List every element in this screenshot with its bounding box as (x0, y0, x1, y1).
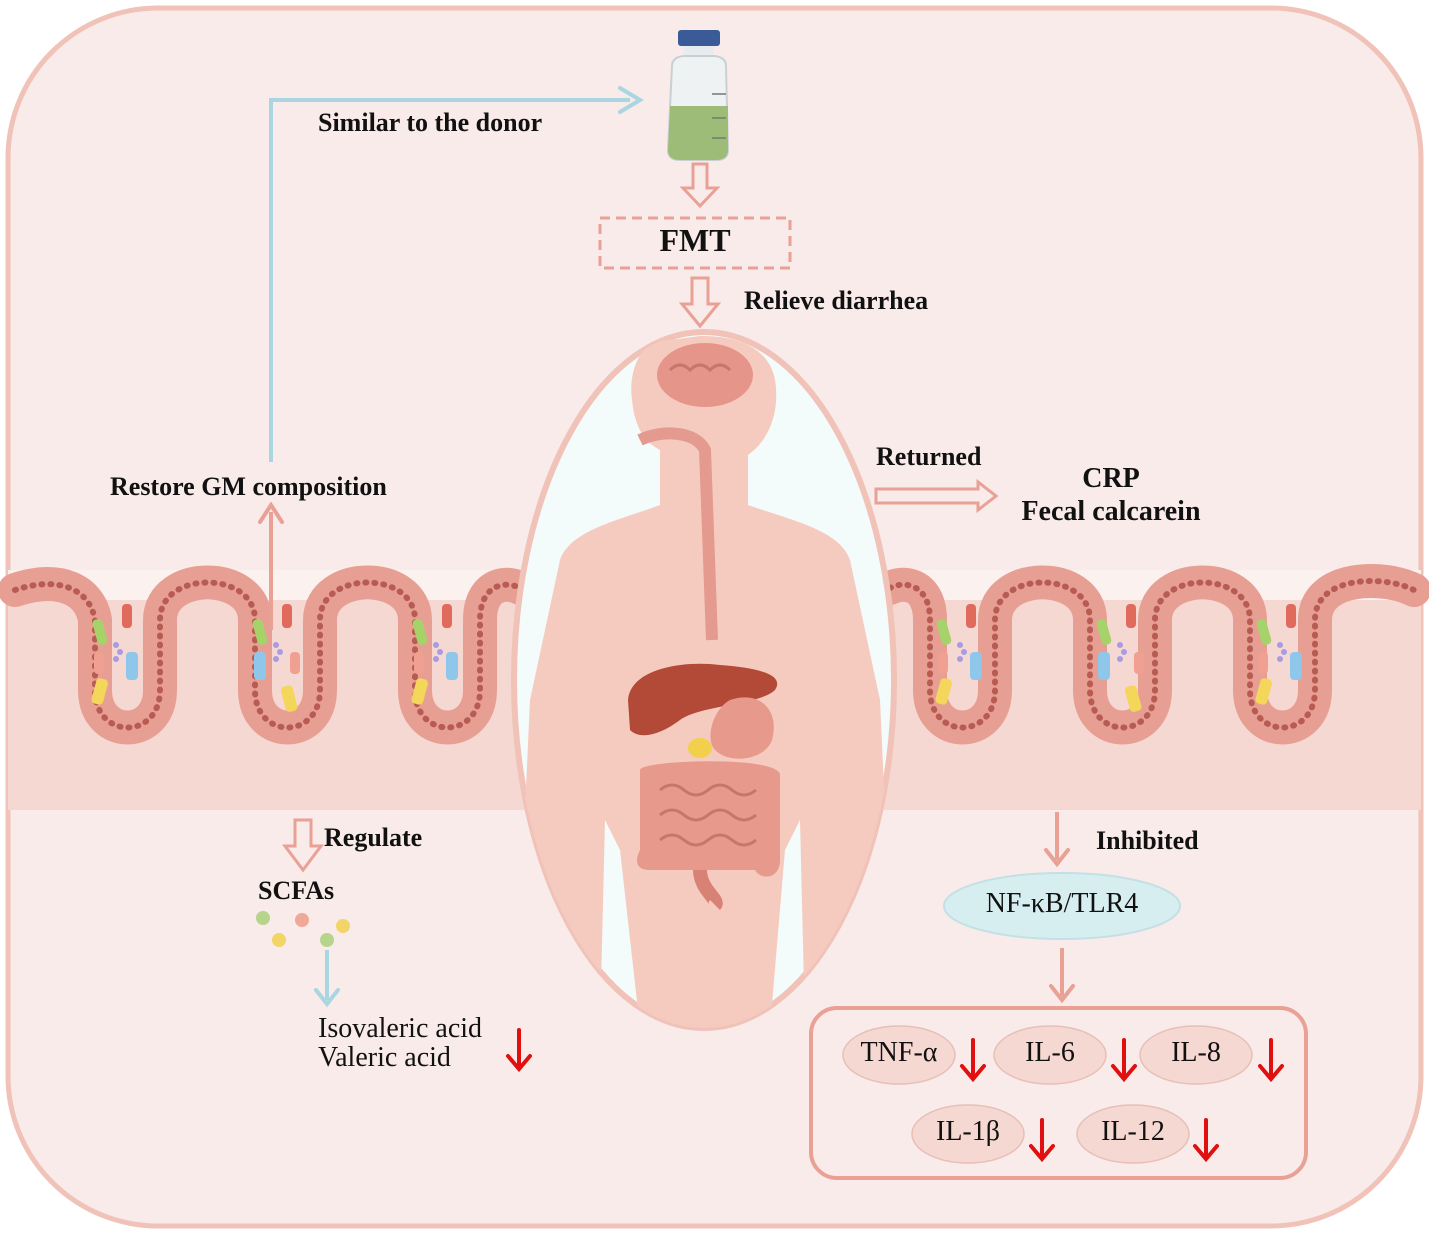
il12-decrease-arrow (1193, 1118, 1219, 1163)
il8-pill (1139, 1025, 1253, 1085)
restore-gm-label: Restore GM composition (110, 472, 387, 501)
stomach-icon (710, 697, 774, 759)
tnf-alpha-decrease-arrow (960, 1038, 986, 1083)
il8-decrease-arrow (1258, 1038, 1284, 1083)
human-body-icon (515, 335, 894, 1028)
arrow-returned (874, 478, 999, 514)
fmt-label: FMT (600, 222, 790, 259)
returned-label: Returned (876, 442, 982, 471)
il1b-decrease-arrow (1029, 1118, 1055, 1163)
isovaleric-acid-label: Isovaleric acid (318, 1013, 483, 1044)
fmt-box (598, 216, 792, 270)
arrow-fmt-to-body (678, 276, 722, 329)
similar-donor-label: Similar to the donor (318, 108, 543, 137)
il12-pill (1076, 1104, 1190, 1164)
fmt-bottle-icon (666, 30, 730, 161)
fecal-calcarein-text: Fecal calcarein (1021, 496, 1201, 527)
arrowhead-donor (618, 86, 644, 114)
fmt-label-text: FMT (659, 222, 731, 258)
il6-label: IL-6 (1025, 1037, 1075, 1068)
il1b-label: IL-1β (936, 1116, 1000, 1147)
il8-label: IL-8 (1171, 1037, 1221, 1068)
crp-text: CRP (1082, 463, 1140, 494)
scfas-label: SCFAs (258, 876, 335, 905)
regulate-label: Regulate (324, 823, 423, 852)
crp-label: CRP (1000, 463, 1222, 495)
valeric-acid-label: Valeric acid (318, 1042, 451, 1073)
scfa-molecules-icon (256, 911, 350, 947)
intestine-icon (637, 761, 780, 877)
il12-label: IL-12 (1101, 1116, 1165, 1147)
brain-icon (657, 343, 753, 407)
il1b-pill (911, 1104, 1025, 1164)
nfkb-tlr4-label: NF-κB/TLR4 (985, 888, 1139, 919)
nfkb-tlr4-pill (943, 872, 1181, 940)
line-restore-to-donor (269, 98, 630, 462)
il6-pill (993, 1025, 1107, 1085)
arrow-regulate (282, 818, 324, 873)
intestinal-villi-right (873, 564, 1429, 745)
tnf-alpha-pill (842, 1025, 956, 1085)
inhibited-label: Inhibited (1096, 826, 1199, 855)
tnf-alpha-label: TNF-α (860, 1037, 938, 1068)
gut-bacteria (91, 604, 1302, 712)
liver-icon (628, 663, 778, 736)
fecal-calcarein-label: Fecal calcarein (1000, 496, 1222, 528)
relieve-diarrhea-label: Relieve diarrhea (744, 286, 929, 315)
intestinal-villi-left (0, 565, 537, 745)
il6-decrease-arrow (1111, 1038, 1137, 1083)
arrow-to-fmt (679, 162, 721, 209)
acids-decrease-arrow (506, 1028, 532, 1073)
